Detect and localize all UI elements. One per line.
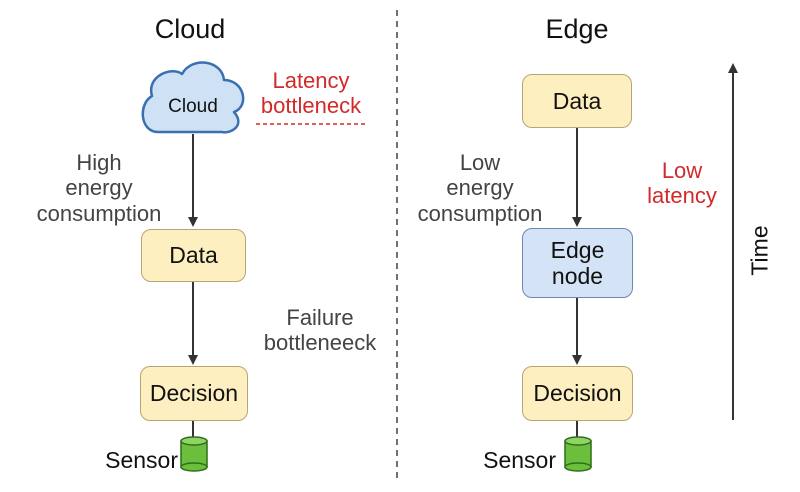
cloud-column-title: Cloud bbox=[154, 14, 226, 44]
cloud-shape-icon bbox=[141, 61, 245, 134]
time-axis-label: Time bbox=[746, 225, 773, 276]
low-energy-note: Low energy consumption bbox=[417, 150, 543, 226]
cloud-decision-label: Decision bbox=[149, 380, 239, 407]
edge-data-label: Data bbox=[552, 87, 602, 114]
edge-column-title: Edge bbox=[545, 14, 609, 44]
edge-decision-box: Decision bbox=[522, 366, 633, 421]
cloud-decision-box: Decision bbox=[140, 366, 248, 421]
cloud-data-box: Data bbox=[141, 229, 246, 282]
edge-sensor-cylinder-icon bbox=[564, 436, 592, 472]
edge-node-label: Edge node bbox=[550, 236, 605, 289]
edge-data-box: Data bbox=[522, 74, 632, 128]
cloud-node-label: Cloud bbox=[168, 96, 218, 117]
edge-sensor-label: Sensor bbox=[483, 447, 556, 473]
low-latency-note: Low latency bbox=[647, 158, 717, 209]
sensor-cylinder-icon bbox=[180, 436, 208, 472]
cloud-sensor-label: Sensor bbox=[105, 447, 178, 473]
edge-decision-label: Decision bbox=[533, 380, 622, 407]
failure-bottleneck-note: Failure bottleneeck bbox=[263, 305, 377, 356]
edge-node-box: Edge node bbox=[522, 228, 633, 298]
latency-bottleneck-note: Latency bottleneck bbox=[260, 68, 362, 119]
cloud-data-label: Data bbox=[169, 242, 218, 269]
high-energy-note: High energy consumption bbox=[36, 150, 162, 226]
